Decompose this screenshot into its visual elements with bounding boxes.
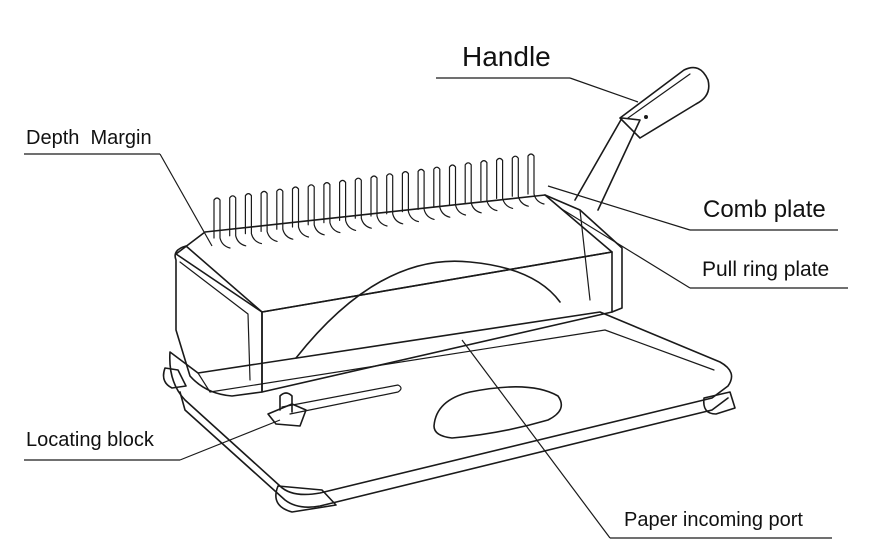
comb-tooth [448, 164, 467, 216]
tray-window [433, 386, 563, 439]
comb-tooth [511, 155, 529, 207]
pull-ring-plate-label: Pull ring plate [702, 258, 829, 281]
machine-body [174, 194, 623, 397]
comb-tooth [260, 190, 278, 242]
comb-tooth [433, 166, 451, 218]
comb-tooth [527, 153, 545, 205]
comb-tooth [417, 168, 435, 220]
leader-lines [24, 77, 848, 539]
locating-block-part [267, 384, 402, 427]
comb-tooth [464, 162, 482, 214]
pull-ring-plate-leader [559, 207, 691, 289]
comb-tooth [291, 186, 310, 238]
machine-base [162, 311, 736, 513]
comb-tooth [244, 193, 262, 245]
labels: Handle Depth Margin Comb plate Pull ring… [26, 41, 829, 531]
paper-port-leader [461, 339, 611, 539]
comb-tooth [339, 179, 357, 231]
comb-tooth [401, 171, 419, 223]
comb-tooth [370, 175, 388, 227]
paper-incoming-port-label: Paper incoming port [624, 509, 803, 531]
comb-plate-leader [547, 185, 691, 231]
comb-tooth [307, 184, 325, 236]
locating-block-leader [179, 419, 281, 461]
comb-plate-label: Comb plate [703, 196, 826, 223]
comb-tooth [213, 197, 231, 249]
handle-lever [574, 66, 710, 211]
locating-block-label: Locating block [26, 429, 155, 451]
comb-tooth [323, 182, 341, 234]
handle-label: Handle [462, 41, 551, 72]
depth-margin-label: Depth Margin [26, 127, 152, 149]
comb-tooth [386, 173, 404, 225]
comb-teeth [213, 153, 545, 249]
comb-tooth [229, 195, 247, 247]
comb-tooth [480, 160, 498, 212]
comb-tooth [354, 177, 372, 229]
comb-tooth [496, 157, 514, 209]
handle-pivot-dot [644, 115, 648, 119]
comb-tooth [276, 188, 294, 240]
depth-margin-leader [159, 153, 213, 247]
handle-leader [569, 77, 639, 103]
